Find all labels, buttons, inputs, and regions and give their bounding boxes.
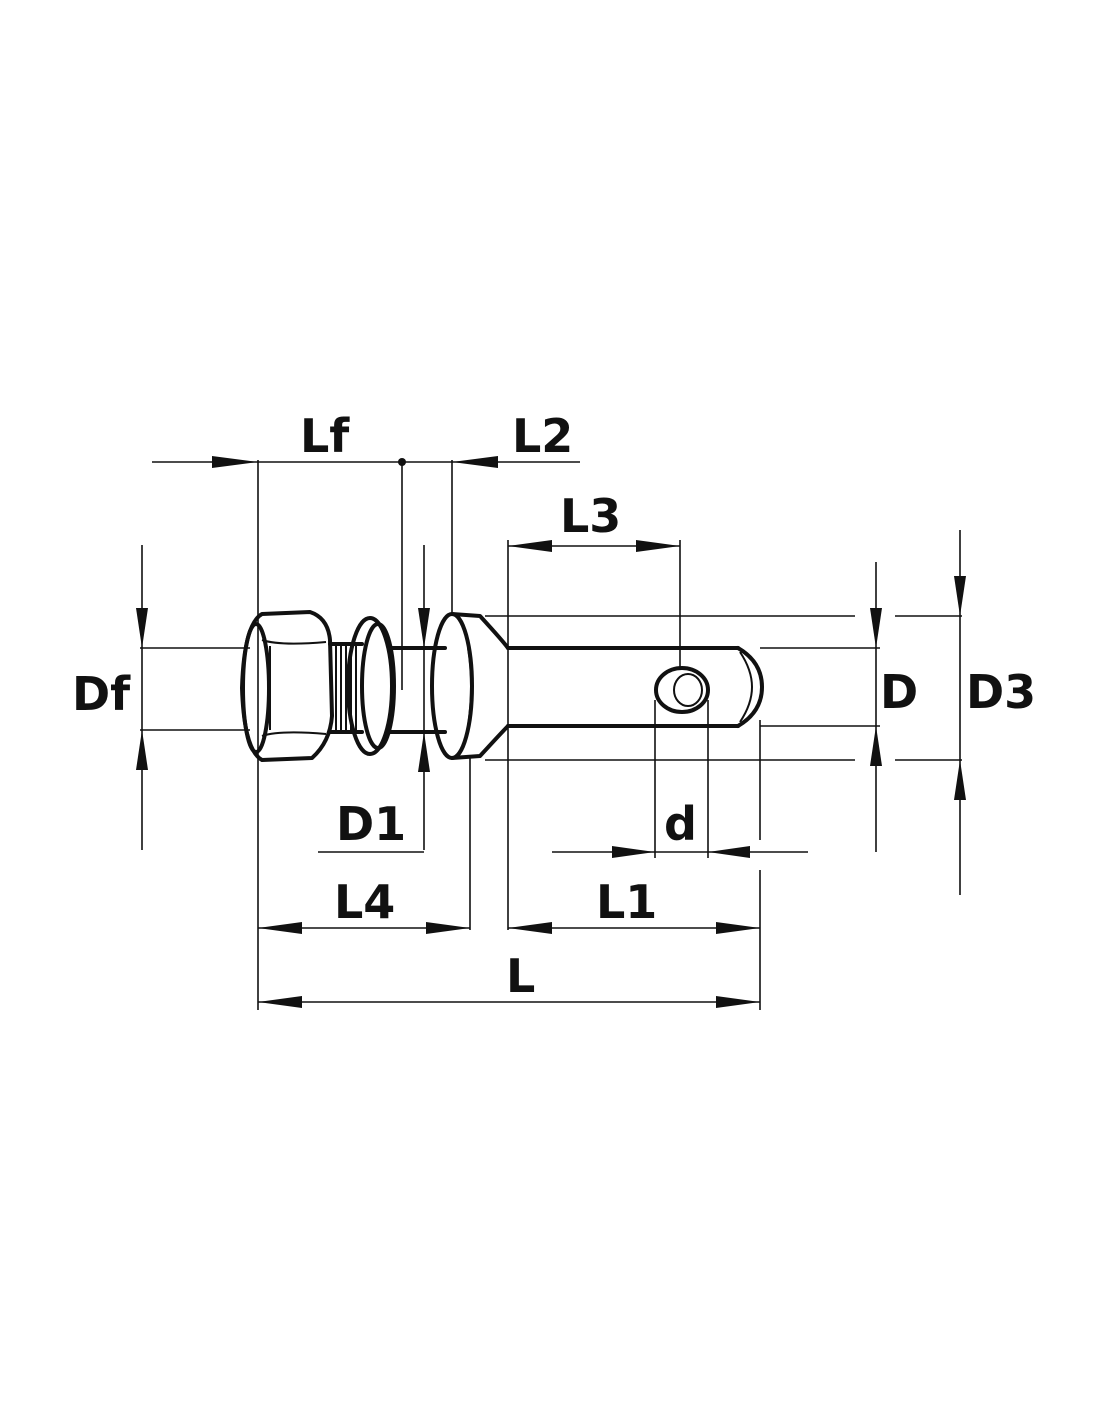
label-l1: L1	[596, 875, 657, 929]
washer	[346, 616, 396, 756]
pin-assembly	[240, 610, 764, 762]
label-d-small: d	[664, 797, 697, 851]
collar	[430, 612, 510, 760]
threaded-shank	[328, 642, 364, 734]
label-l2: L2	[512, 409, 573, 463]
cross-hole	[654, 666, 710, 714]
label-d1: D1	[336, 797, 406, 851]
label-df: Df	[72, 667, 131, 721]
label-d: D	[880, 665, 918, 719]
shank	[388, 646, 447, 734]
dimension-lines	[136, 456, 966, 1010]
label-l: L	[506, 949, 535, 1003]
pin-body	[506, 646, 764, 728]
label-l3: L3	[560, 489, 621, 543]
arrow-lf	[212, 456, 258, 468]
hex-nut	[240, 610, 334, 762]
dimension-labels: Lf L2 L3 Df D D3 D1 d L4 L1 L	[72, 409, 1036, 1003]
label-d3: D3	[966, 665, 1036, 719]
label-l4: L4	[334, 875, 395, 929]
label-lf: Lf	[300, 409, 350, 463]
arrow-l2	[452, 456, 498, 468]
